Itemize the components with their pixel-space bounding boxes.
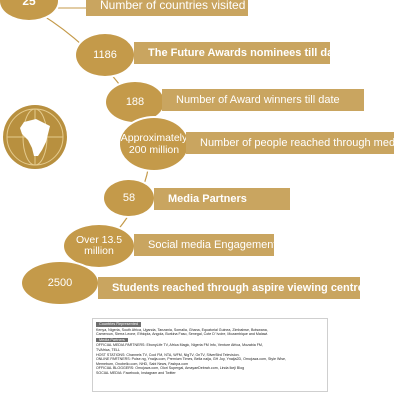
- stat-value-bubble: 25: [0, 0, 58, 20]
- media-text: ONLINE PARTNERS: Pulse.ng, Ynaija.com, P…: [96, 357, 287, 362]
- stat-value-bubble: Over 13.5 million: [64, 225, 134, 267]
- stat-label-bar: Social media Engagements: [134, 234, 282, 256]
- countries-heading: Countries Represented: [96, 322, 142, 327]
- stat-label-bar: Number of Award winners till date: [162, 89, 364, 111]
- media-heading: Media Partners: [96, 337, 128, 343]
- africa-globe-icon: [2, 104, 68, 170]
- stat-label-bar: The Future Awards nominees till date: [134, 42, 343, 64]
- stat-value-bubble: 188: [106, 82, 164, 122]
- stat-label-bar: Number of countries visited: [86, 0, 248, 16]
- stat-value-bubble: Approximately 200 million: [120, 118, 188, 170]
- media-text: HOST STATIONS: Channels TV, Cool FM, NTA…: [96, 352, 240, 357]
- media-text: OFFICIAL BLOGGERS: Omojuwa.com, Olori Su…: [96, 366, 245, 371]
- stat-label-bar: Number of people reached through media: [186, 132, 400, 154]
- stat-value-bubble: 1186: [76, 34, 134, 76]
- stat-label-bar: Students reached through aspire viewing …: [98, 277, 364, 299]
- stat-value-bubble: 2500: [22, 262, 98, 304]
- countries-text: Cameroun, Sierra Leone, Ethiopia, Angola…: [96, 332, 269, 337]
- countries-text: Kenya, Nigeria, South Africa, Uganda, Ta…: [96, 327, 268, 332]
- stat-value-bubble: 58: [104, 180, 154, 216]
- media-text: TVAfrica, TELL: [96, 347, 121, 352]
- stat-label-bar: Media Partners: [154, 188, 290, 210]
- info-box: Countries Represented Kenya, Nigeria, So…: [92, 318, 328, 392]
- media-text: SOCIAL MEDIA: Facebook, Instagram and Tw…: [96, 370, 176, 375]
- media-text: Memeburn, Onobello.com, NHD, Sabi News, …: [96, 361, 189, 366]
- media-text: OFFICIAL MEDIA PARTNERS: EbonyLife TV, A…: [96, 343, 263, 348]
